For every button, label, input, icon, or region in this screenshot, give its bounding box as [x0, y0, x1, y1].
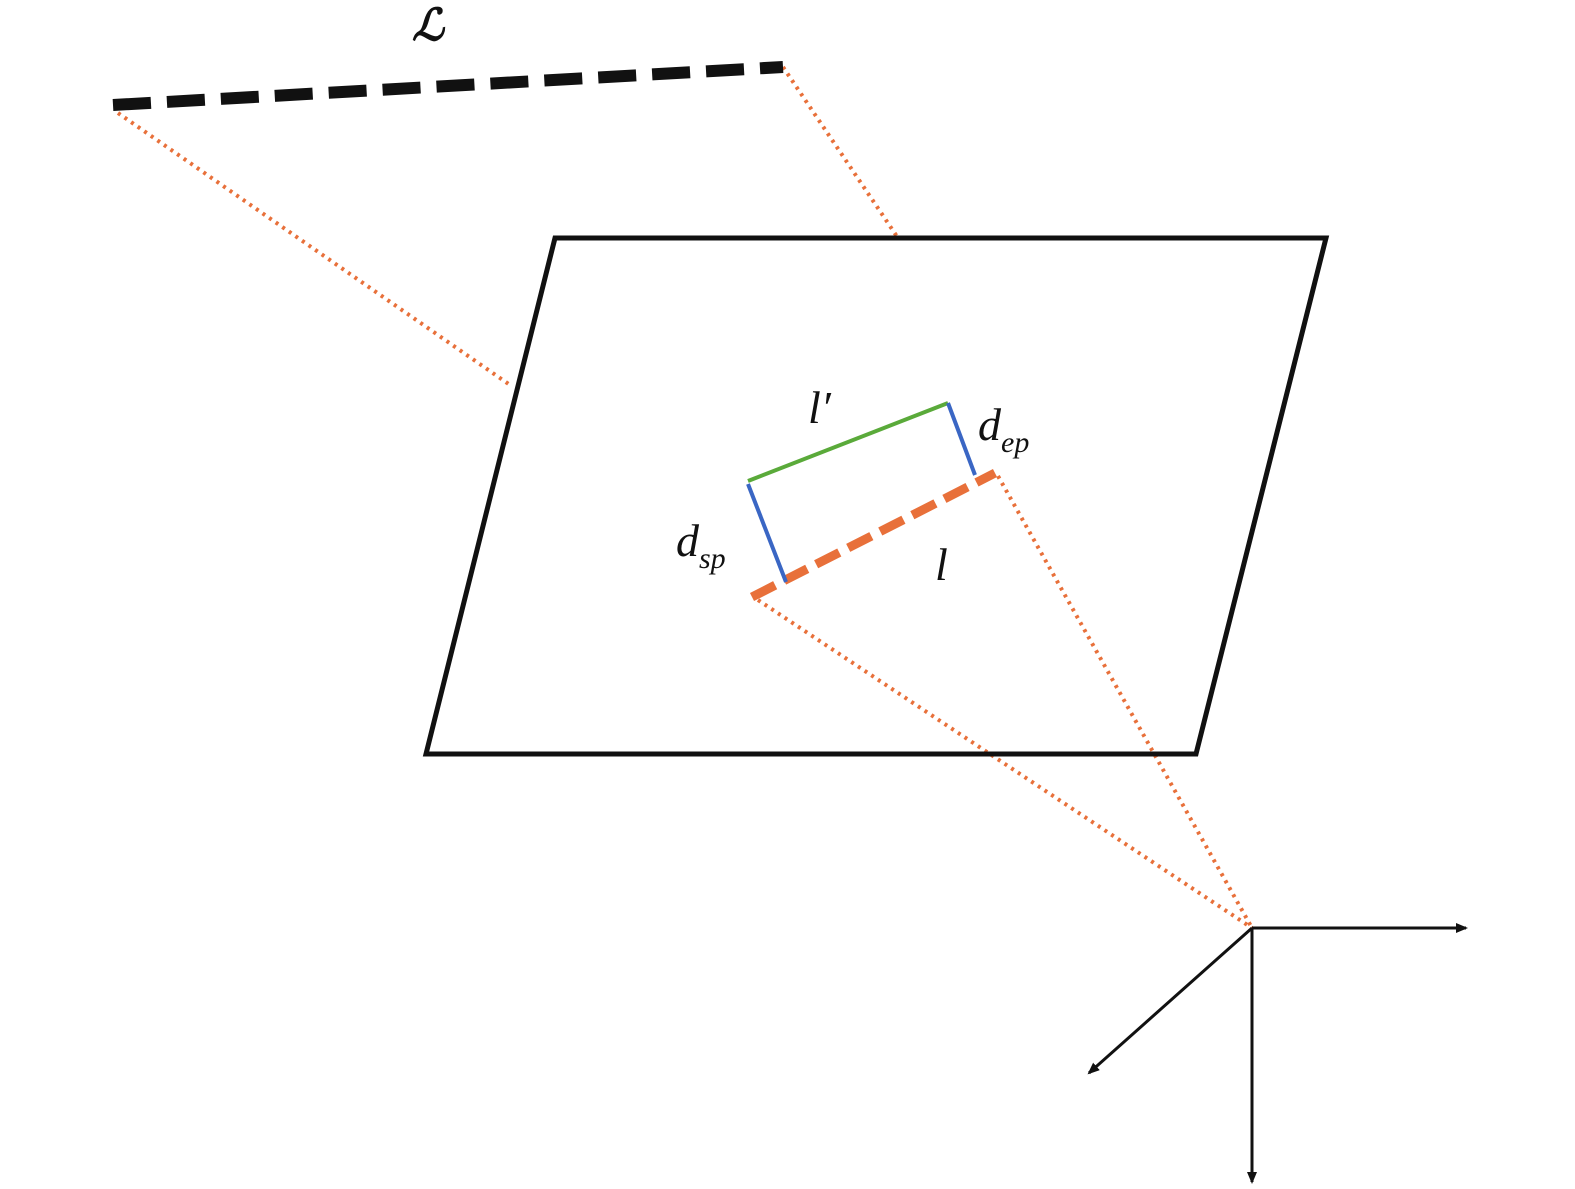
label-d-sp-subscript: sp: [699, 542, 726, 575]
projected-line-l-prime: [747, 401, 949, 483]
line-3d-L: [112, 61, 784, 111]
label-line-3d: ℒ: [412, 0, 446, 51]
observed-line-l: [749, 468, 998, 602]
label-d-sp: dsp: [676, 515, 726, 575]
camera-axis-z-arrow: [1087, 926, 1253, 1075]
distance-dsp-segment: [746, 483, 788, 583]
label-d-ep: dep: [978, 399, 1029, 459]
label-observed-line: l: [935, 539, 948, 590]
ray-l-start-to-camera: [756, 598, 1254, 930]
image-plane: [422, 235, 1330, 757]
projection-rays: [116, 65, 1254, 930]
label-d-ep-subscript: ep: [1001, 426, 1029, 459]
distance-dep-segment: [946, 402, 977, 476]
ray-3d-end-to-plane: [781, 65, 900, 240]
ray-l-end-to-camera: [996, 475, 1254, 929]
label-d-sp-main: d: [676, 515, 700, 566]
label-projected-line: l′: [808, 382, 832, 433]
label-d-ep-main: d: [978, 399, 1002, 450]
camera-axes: [1087, 923, 1468, 1184]
ray-3d-start-to-plane: [116, 111, 512, 387]
